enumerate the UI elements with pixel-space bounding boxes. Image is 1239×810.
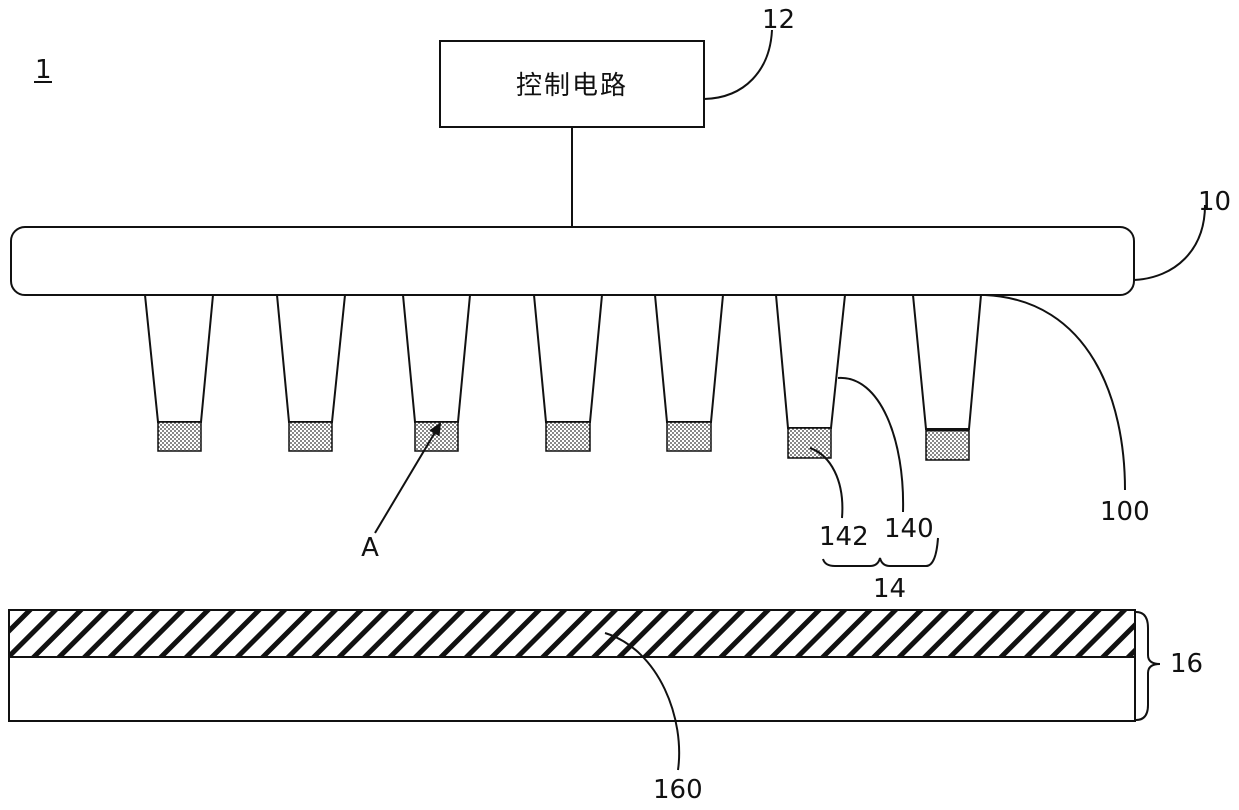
emitter-tip [667, 422, 711, 451]
leader-100 [985, 295, 1125, 490]
emitter [776, 295, 845, 458]
target-hatched-layer [9, 610, 1135, 657]
brace-16 [1136, 612, 1160, 720]
ref-10: 10 [1198, 187, 1231, 217]
emitter-body [403, 295, 470, 422]
emitter [277, 295, 345, 451]
emitter-tip [926, 429, 969, 460]
emitter [655, 295, 723, 451]
control-circuit-text: 控制电路 [516, 71, 628, 101]
ref-140: 140 [884, 514, 934, 544]
ref-142: 142 [819, 522, 869, 552]
ref-100: 100 [1100, 497, 1150, 527]
emitter-array [145, 295, 981, 460]
emitter-tip [289, 422, 332, 451]
emitter-body [913, 295, 981, 429]
marker-a-label: A [361, 533, 379, 563]
ref-14: 14 [873, 574, 906, 604]
emitter-tip [415, 422, 458, 451]
leader-12 [704, 30, 772, 99]
emitter [534, 295, 602, 451]
emitter-body [534, 295, 602, 422]
marker-a-arrow [375, 424, 440, 533]
target-base-layer [9, 657, 1135, 721]
emitter-body [145, 295, 213, 422]
figure-label: 1 [35, 55, 52, 85]
leader-10 [1134, 205, 1205, 280]
emitter-body [277, 295, 345, 422]
emitter [403, 295, 470, 451]
substrate-plate [11, 227, 1134, 295]
emitter [913, 295, 981, 460]
emitter-body [776, 295, 845, 428]
leader-140 [838, 378, 903, 512]
ref-12: 12 [762, 5, 795, 35]
emitter-tip [788, 428, 831, 458]
emitter [145, 295, 213, 451]
emitter-tip [546, 422, 590, 451]
ref-16: 16 [1170, 649, 1203, 679]
ref-160: 160 [653, 775, 703, 805]
emitter-body [655, 295, 723, 422]
emitter-tip [158, 422, 201, 451]
